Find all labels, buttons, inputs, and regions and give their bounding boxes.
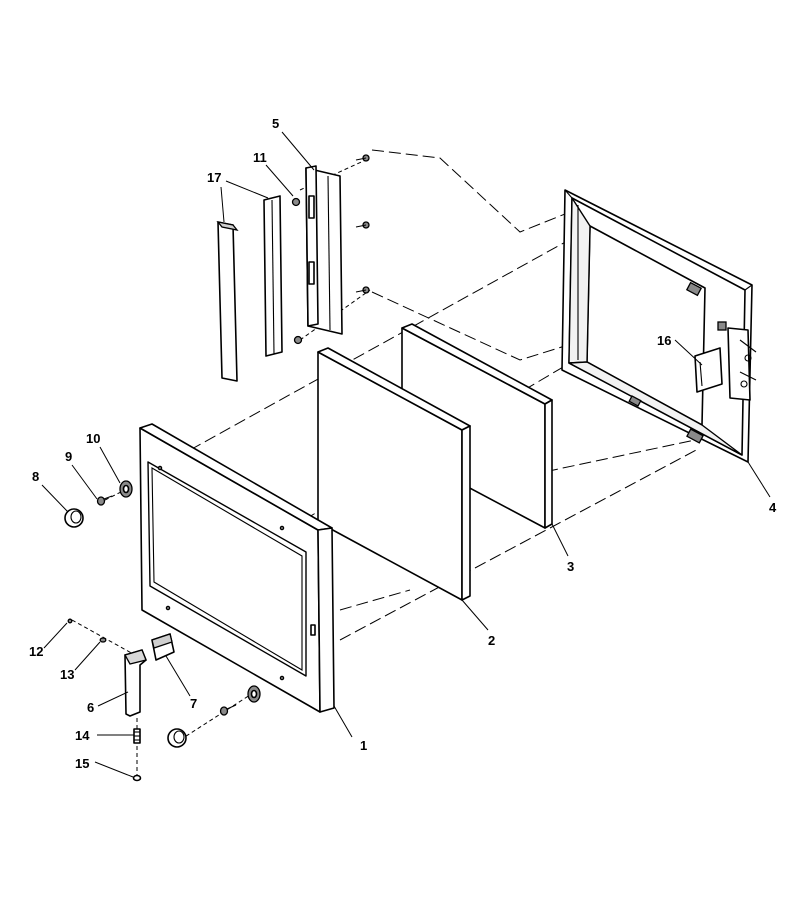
- callout-12: 12: [29, 644, 43, 659]
- callout-labels: 1 2 3 4 5 6 7 8 9 10 11 12 13 14 15 16 1…: [29, 116, 777, 771]
- part-13-spring-washer: [99, 637, 107, 643]
- part-7-latch-block: [151, 633, 175, 661]
- part-6-handle: [124, 649, 147, 717]
- callout-3: 3: [567, 559, 574, 574]
- part-4-inner-frame: [561, 189, 757, 463]
- callout-16: 16: [657, 333, 671, 348]
- callout-15: 15: [75, 756, 89, 771]
- callout-1: 1: [360, 738, 367, 753]
- lower-hardware: [167, 685, 261, 748]
- part-8-bumper: [64, 508, 84, 528]
- callout-6: 6: [87, 700, 94, 715]
- callout-7: 7: [190, 696, 197, 711]
- callout-2: 2: [488, 633, 495, 648]
- leader-lines: [41, 131, 771, 778]
- callout-9: 9: [65, 449, 72, 464]
- callout-14: 14: [75, 728, 90, 743]
- callout-10: 10: [86, 431, 100, 446]
- callout-13: 13: [60, 667, 74, 682]
- part-5-hinge-bracket: [263, 165, 343, 357]
- part-17-trim-strip: [216, 221, 239, 382]
- part-16-latch: [694, 347, 723, 393]
- part-9-screw: [96, 495, 113, 506]
- part-10-grommet: [119, 480, 133, 498]
- part-15-screw: [132, 774, 142, 782]
- part-2-middle-glass: [317, 347, 471, 601]
- callout-4: 4: [769, 500, 777, 515]
- callout-5: 5: [272, 116, 279, 131]
- callout-11: 11: [253, 150, 267, 165]
- part-3-rear-glass: [401, 323, 553, 529]
- part-12-pin: [67, 618, 73, 624]
- part-14-spring: [133, 728, 141, 744]
- callout-8: 8: [32, 469, 39, 484]
- callout-17: 17: [207, 170, 221, 185]
- part-1-outer-door: [139, 423, 335, 713]
- part-11-screws: [291, 154, 370, 345]
